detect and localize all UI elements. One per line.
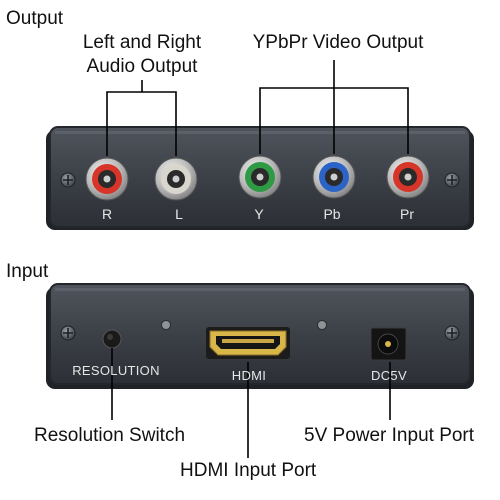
port-label-r: R xyxy=(101,206,113,222)
audio-callout-line xyxy=(106,80,177,156)
led-indicator xyxy=(317,320,327,330)
hdmi-port xyxy=(206,327,290,359)
port-label-pb: Pb xyxy=(323,206,341,222)
resolution-label: RESOLUTION xyxy=(72,363,160,378)
input-section-title: Input xyxy=(6,261,49,282)
power-input-callout: 5V Power Input Port xyxy=(304,425,475,446)
dc5v-label: DC5V xyxy=(371,368,407,383)
video-output-callout: YPbPr Video Output xyxy=(252,32,424,53)
screw-icon xyxy=(444,172,460,188)
hdmi-input-callout: HDMI Input Port xyxy=(180,460,317,481)
rca-jack-pr xyxy=(386,155,430,199)
screw-icon xyxy=(60,325,76,341)
video-callout-line xyxy=(259,60,409,154)
rca-jack-pb xyxy=(312,155,356,199)
resolution-switch-callout: Resolution Switch xyxy=(34,425,186,446)
port-label-y: Y xyxy=(254,206,264,222)
hdmi-label: HDMI xyxy=(231,368,267,383)
output-section-title: Output xyxy=(6,8,64,29)
port-label-l: L xyxy=(175,206,183,222)
screw-icon xyxy=(444,325,460,341)
port-label-pr: Pr xyxy=(400,206,414,222)
screw-icon xyxy=(60,172,76,188)
led-indicator xyxy=(161,320,171,330)
rca-jack-y xyxy=(238,155,282,199)
rca-jack-l xyxy=(154,157,198,201)
rca-jack-r xyxy=(85,157,129,201)
resolution-switch xyxy=(102,329,122,349)
dc-power-jack xyxy=(370,327,407,361)
